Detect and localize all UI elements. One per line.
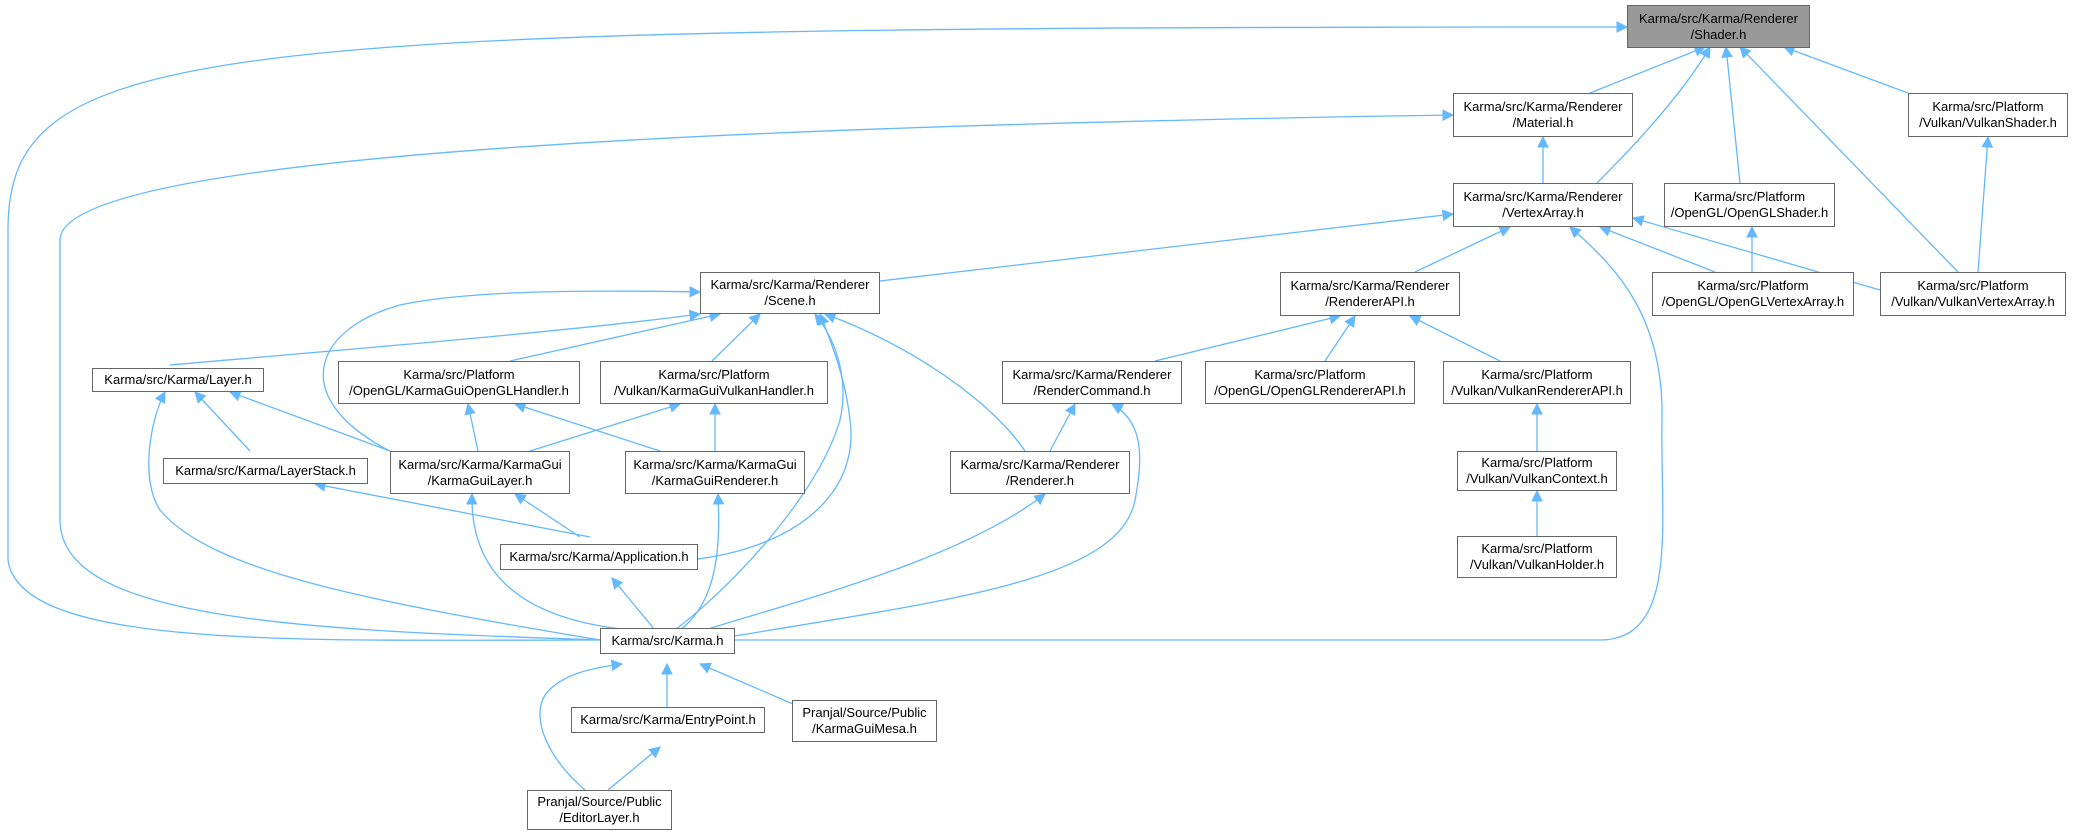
edge-vertexarray-to-shader xyxy=(1596,45,1711,184)
edge-karma-to-scene xyxy=(674,313,844,631)
node-layer-stack-h[interactable]: Karma/src/Karma/LayerStack.h xyxy=(163,458,368,484)
edge-karma-to-application xyxy=(611,577,656,631)
edge-renderer-to-rendercommand xyxy=(1049,402,1076,452)
node-gui-mesa-h[interactable]: Pranjal/Source/Public /KarmaGuiMesa.h xyxy=(792,700,937,742)
edge-application-to-layerstack xyxy=(313,480,591,538)
edge-openglvertexarray-to-vertexarray xyxy=(1598,225,1716,273)
edge-guilayer-to-guiopenglhandler xyxy=(464,402,479,452)
node-render-command-h[interactable]: Karma/src/Karma/Renderer /RenderCommand.… xyxy=(1002,361,1182,404)
node-editor-layer-h[interactable]: Pranjal/Source/Public /EditorLayer.h xyxy=(527,790,672,830)
node-opengl-shader-h[interactable]: Karma/src/Platform /OpenGL/OpenGLShader.… xyxy=(1664,183,1835,227)
edge-vulkanvertexarray-to-shader xyxy=(1739,46,1959,273)
node-renderer-api-h[interactable]: Karma/src/Karma/Renderer /RendererAPI.h xyxy=(1280,272,1460,316)
edge-guilayer-to-guivulkanhandler xyxy=(529,401,682,452)
edge-scene-to-vertexarray xyxy=(879,209,1455,282)
edge-guilayer-to-scene xyxy=(322,285,702,452)
node-label: Karma/src/Platform /Vulkan/VulkanHolder.… xyxy=(1469,541,1605,572)
node-label: Karma/src/Karma/Renderer /Scene.h xyxy=(710,277,870,308)
node-gui-opengl-handler-h[interactable]: Karma/src/Platform /OpenGL/KarmaGuiOpenG… xyxy=(338,361,580,404)
node-label: Karma/src/Platform /Vulkan/VulkanShader.… xyxy=(1919,99,2057,130)
node-label: Karma/src/Karma/Renderer /VertexArray.h xyxy=(1463,189,1623,220)
edge-guilayer-to-layer xyxy=(228,390,391,452)
node-renderer-h[interactable]: Karma/src/Karma/Renderer /Renderer.h xyxy=(950,451,1130,494)
node-label: Karma/src/Karma/Renderer /Material.h xyxy=(1463,99,1623,130)
node-label: Karma/src/Platform /Vulkan/KarmaGuiVulka… xyxy=(614,366,814,398)
node-gui-layer-h[interactable]: Karma/src/Karma/KarmaGui /KarmaGuiLayer.… xyxy=(390,451,570,494)
node-label: Karma/src/Karma.h xyxy=(611,633,724,648)
node-label: Karma/src/Karma/Application.h xyxy=(509,549,689,564)
node-karma-h[interactable]: Karma/src/Karma.h xyxy=(600,628,735,654)
edge-editorlayer-to-karma xyxy=(539,659,624,791)
edge-application-to-guilayer xyxy=(514,493,581,538)
node-layer-h[interactable]: Karma/src/Karma/Layer.h xyxy=(92,368,264,392)
node-label: Karma/src/Platform /OpenGL/KarmaGuiOpenG… xyxy=(349,366,569,398)
node-scene-h[interactable]: Karma/src/Karma/Renderer /Scene.h xyxy=(700,272,880,314)
node-vulkan-holder-h[interactable]: Karma/src/Platform /Vulkan/VulkanHolder.… xyxy=(1457,536,1617,578)
node-label: Karma/src/Karma/Renderer /Renderer.h xyxy=(960,456,1120,488)
edge-karma-to-vertexarray xyxy=(735,226,1664,641)
node-label: Karma/src/Platform /Vulkan/VulkanVertexA… xyxy=(1891,278,2055,309)
edge-rendererapi-to-vertexarray xyxy=(1414,226,1512,273)
node-vulkan-vertex-array-h[interactable]: Karma/src/Platform /Vulkan/VulkanVertexA… xyxy=(1880,272,2066,316)
node-gui-vulkan-handler-h[interactable]: Karma/src/Platform /Vulkan/KarmaGuiVulka… xyxy=(600,361,828,404)
node-label: Karma/src/Karma/EntryPoint.h xyxy=(580,712,756,727)
node-label: Karma/src/Platform /Vulkan/VulkanRendere… xyxy=(1451,366,1623,398)
edge-layerstack-to-layer xyxy=(194,391,251,452)
node-vulkan-shader-h[interactable]: Karma/src/Platform /Vulkan/VulkanShader.… xyxy=(1908,93,2068,137)
edge-layer-to-scene xyxy=(169,309,702,366)
edge-vulkanrendererapi-to-rendererapi xyxy=(1408,315,1501,362)
edge-material-to-shader xyxy=(1589,45,1707,94)
node-label: Karma/src/Platform /OpenGL/OpenGLRendere… xyxy=(1214,366,1406,398)
node-label: Karma/src/Platform /OpenGL/OpenGLVertexA… xyxy=(1661,278,1845,309)
node-label: Karma/src/Karma/Layer.h xyxy=(104,372,252,387)
edge-karma-to-renderer xyxy=(704,493,1046,631)
edge-application-to-scene xyxy=(689,312,852,561)
edge-guirenderer-to-guiopenglhandler xyxy=(513,401,661,452)
node-label: Karma/src/Karma/KarmaGui /KarmaGuiRender… xyxy=(633,456,797,488)
edge-karma-to-guilayer xyxy=(465,492,631,631)
edge-karma-to-rendercommand xyxy=(734,403,1141,637)
edge-karma-to-guirenderer xyxy=(679,492,725,631)
node-opengl-vertex-array-h[interactable]: Karma/src/Platform /OpenGL/OpenGLVertexA… xyxy=(1652,272,1854,316)
node-label: Karma/src/Karma/Renderer /Shader.h xyxy=(1639,10,1798,42)
node-label: Karma/src/Karma/Renderer /RenderCommand.… xyxy=(1012,366,1172,398)
edge-renderer-to-scene xyxy=(823,312,1026,452)
edge-guimesa-to-karma xyxy=(698,662,801,708)
edge-guiopenglhandler-to-scene xyxy=(509,310,722,362)
edge-guivulkanhandler-to-scene xyxy=(711,313,761,362)
node-label: Karma/src/Platform /OpenGL/OpenGLShader.… xyxy=(1670,189,1829,220)
node-opengl-renderer-api-h[interactable]: Karma/src/Platform /OpenGL/OpenGLRendere… xyxy=(1205,361,1415,404)
edge-openglrendererapi-to-rendererapi xyxy=(1324,315,1356,362)
node-shader-h: Karma/src/Karma/Renderer /Shader.h xyxy=(1627,5,1810,48)
edge-editorlayer-to-entrypoint xyxy=(607,746,661,791)
node-gui-renderer-h[interactable]: Karma/src/Karma/KarmaGui /KarmaGuiRender… xyxy=(625,451,805,494)
edge-vulkanvertexarray-to-vulkanshader xyxy=(1977,135,1994,273)
node-label: Karma/src/Karma/Renderer /RendererAPI.h xyxy=(1290,278,1450,309)
edge-karma-to-shader xyxy=(7,21,1629,641)
node-label: Karma/src/Karma/LayerStack.h xyxy=(175,463,356,478)
edge-karma-to-material xyxy=(59,109,1455,641)
node-material-h[interactable]: Karma/src/Karma/Renderer /Material.h xyxy=(1453,93,1633,137)
edge-openglshader-to-shader xyxy=(1721,45,1741,184)
node-label: Pranjal/Source/Public /KarmaGuiMesa.h xyxy=(802,705,927,736)
edge-rendercommand-to-rendererapi xyxy=(1154,312,1342,362)
node-entry-point-h[interactable]: Karma/src/Karma/EntryPoint.h xyxy=(571,707,765,733)
node-label: Karma/src/Platform /Vulkan/VulkanContext… xyxy=(1466,455,1608,486)
node-vulkan-renderer-api-h[interactable]: Karma/src/Platform /Vulkan/VulkanRendere… xyxy=(1443,361,1631,404)
edge-karma-to-layer xyxy=(148,390,601,641)
edge-vulkanshader-to-shader xyxy=(1782,45,1909,94)
node-vertex-array-h[interactable]: Karma/src/Karma/Renderer /VertexArray.h xyxy=(1453,183,1633,227)
node-application-h[interactable]: Karma/src/Karma/Application.h xyxy=(500,544,698,570)
node-label: Pranjal/Source/Public /EditorLayer.h xyxy=(537,794,662,825)
node-vulkan-context-h[interactable]: Karma/src/Platform /Vulkan/VulkanContext… xyxy=(1457,451,1617,491)
node-label: Karma/src/Karma/KarmaGui /KarmaGuiLayer.… xyxy=(398,456,562,488)
